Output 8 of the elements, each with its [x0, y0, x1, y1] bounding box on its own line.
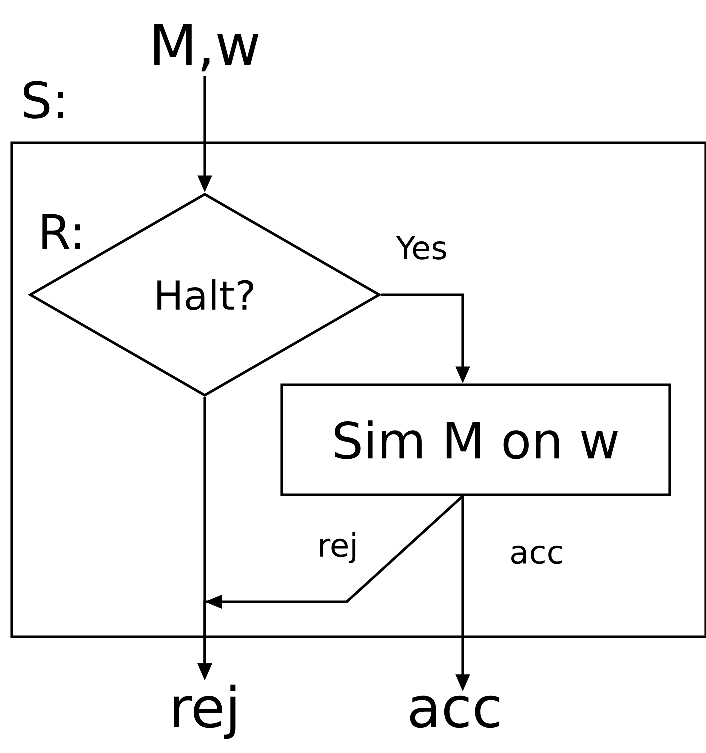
node-label: S: — [24, 81, 64, 119]
edge-label: acc — [508, 544, 566, 566]
terminal-text: acc — [410, 696, 500, 728]
edge-label: rej — [316, 532, 360, 564]
terminal-text: M,w — [154, 24, 259, 72]
edge-label: Yes — [395, 235, 449, 261]
terminal-text: rej — [174, 684, 236, 740]
process-box: Sim M on w — [280, 384, 672, 496]
